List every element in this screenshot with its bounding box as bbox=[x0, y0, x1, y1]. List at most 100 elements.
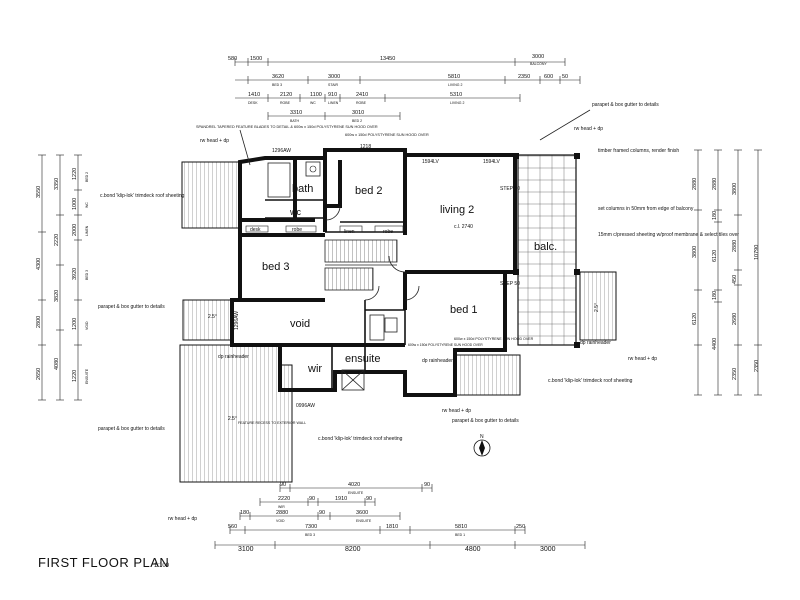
room-robe-2: robe bbox=[292, 227, 302, 233]
note-dp-rh-2: dp rainheader bbox=[422, 358, 453, 364]
room-living-2: living 2 bbox=[440, 204, 474, 216]
dim-bot-r3-3: 3600 bbox=[356, 510, 368, 516]
dim-top-r3-l2: WC bbox=[310, 101, 316, 105]
stairs bbox=[324, 239, 398, 291]
note-parapet-2: parapet & box gutter to details bbox=[98, 304, 165, 310]
dim-top-r1-2: 13450 bbox=[380, 56, 395, 62]
note-step-2: STEP 50 bbox=[500, 281, 520, 287]
room-wc: wc bbox=[289, 207, 301, 217]
dim-left-b-1: 2220 bbox=[54, 234, 60, 246]
tag-w4: 1296AW bbox=[272, 148, 291, 154]
dim-top-r3-l0: DESK bbox=[248, 101, 258, 105]
room-wir: wir bbox=[307, 363, 322, 375]
dim-bot-r3-l1: VOID bbox=[276, 519, 285, 523]
dim-top-r2-2: 5810 bbox=[448, 74, 460, 80]
dim-top-r3-1: 2120 bbox=[280, 92, 292, 98]
dim-bot-r4-l3: BED 1 bbox=[455, 533, 465, 537]
room-living-ceiling: c.l. 2740 bbox=[454, 224, 473, 230]
dim-top-r3-5: 5310 bbox=[450, 92, 462, 98]
dim-right-a-0: 2880 bbox=[692, 178, 698, 190]
dim-bot-r5-3: 3000 bbox=[540, 546, 556, 553]
note-rw-2: rw head + dp bbox=[200, 138, 229, 144]
note-set-columns: set columns in 50mm from edge of balcony bbox=[598, 206, 694, 212]
dim-top-r2-3: 2350 bbox=[518, 74, 530, 80]
note-parapet-1: parapet & box gutter to details bbox=[592, 102, 659, 108]
dim-top-r3-2: 1100 bbox=[310, 92, 322, 98]
roof-areas: 2.5° 2.5° 2.5° bbox=[179, 161, 617, 483]
note-timber: timber framed columns, render finish bbox=[598, 148, 679, 154]
dim-bot-r4-0: 560 bbox=[228, 524, 237, 530]
dim-bot-r1-0: 90 bbox=[280, 482, 286, 488]
dim-right-b-4: 4400 bbox=[712, 338, 718, 350]
dim-left-c-3: 3920 bbox=[72, 268, 78, 280]
dim-bot-r2-1: 90 bbox=[309, 496, 315, 502]
dim-bot-r2-3: 90 bbox=[366, 496, 372, 502]
dim-right-b-1: 180 bbox=[712, 211, 718, 220]
note-feature-recess: FEATURE RECESS TO EXTERIOR WALL bbox=[238, 421, 306, 425]
dim-bot-r2-0: 2220 bbox=[278, 496, 290, 502]
dim-top-r3-3: 910 bbox=[328, 92, 337, 98]
dim-right-c-2: 450 bbox=[732, 275, 738, 284]
dim-right-a-3: 10790 bbox=[754, 245, 760, 260]
dim-left-c-5: 1220 bbox=[72, 370, 78, 382]
dim-top-r3-4: 2410 bbox=[356, 92, 368, 98]
slope-3: 2.5° bbox=[594, 303, 600, 312]
dim-bot-r1-2: 90 bbox=[424, 482, 430, 488]
dim-bot-r4-3: 5810 bbox=[455, 524, 467, 530]
roof-bottom-left bbox=[179, 344, 293, 483]
room-desk: desk bbox=[250, 227, 261, 233]
dim-top-r2-0: 3620 bbox=[272, 74, 284, 80]
top-dimensions: 580 1500 13450 3000 BALCONY 3620 3000 58… bbox=[228, 54, 581, 123]
room-labels: bath bed 2 living 2 c.l. 2740 wc linen r… bbox=[250, 183, 557, 375]
dim-left-a-3: 2650 bbox=[36, 368, 42, 380]
drawing-scale: 1:100 bbox=[154, 563, 170, 569]
note-klip-2: c.bond 'klip-lok' trimdeck roof sheeting bbox=[318, 436, 403, 442]
dim-bot-r5-2: 4800 bbox=[465, 546, 481, 553]
dim-left-c-0: 1220 bbox=[72, 168, 78, 180]
dim-bot-r2-l0: WIR bbox=[278, 505, 285, 509]
left-dimensions: 3550 4300 2800 2650 3350 2220 3820 4080 … bbox=[36, 154, 89, 401]
note-sunhood-bed1: 600w x 150d POLYSTYRENE SUN HOOD OVER bbox=[454, 337, 534, 341]
dim-left-cl-5: ENSUITE bbox=[85, 368, 89, 384]
tag-w5: 0996AW bbox=[296, 403, 315, 409]
dim-bot-r4-l1: BED 3 bbox=[305, 533, 315, 537]
dim-top-r3-l3: LINEN bbox=[328, 101, 339, 105]
tag-w3: 1594LV bbox=[483, 159, 501, 165]
roof-top-left bbox=[181, 161, 241, 229]
dim-top-r3-0: 1410 bbox=[248, 92, 260, 98]
dim-top-r1-0: 580 bbox=[228, 56, 237, 62]
dim-bot-r4-1: 7300 bbox=[305, 524, 317, 530]
tag-w1: 1218 bbox=[360, 144, 371, 150]
dim-left-cl-2: LINEN bbox=[85, 225, 89, 236]
dim-top-r2-l0: BED 3 bbox=[272, 83, 282, 87]
dim-bot-r3-1: 2880 bbox=[276, 510, 288, 516]
dim-top-r3-l1: ROBE bbox=[280, 101, 291, 105]
north-arrow: N bbox=[473, 434, 491, 457]
dim-bot-r4-4: 250 bbox=[516, 524, 525, 530]
dim-top-r2-l1: STAIR bbox=[328, 83, 339, 87]
note-sunhood-top: 600w x 150d POLYSTYRENE SUN HOOD OVER bbox=[345, 133, 429, 137]
roof-bottom-right bbox=[454, 354, 521, 396]
dim-right-c-4: 2350 bbox=[732, 368, 738, 380]
dim-left-c-2: 2000 bbox=[72, 224, 78, 236]
room-robe: robe bbox=[383, 229, 393, 235]
dim-top-r4-1: 3010 bbox=[352, 110, 364, 116]
dim-right-c-0: 3800 bbox=[732, 183, 738, 195]
dim-left-cl-4: VOID bbox=[85, 321, 89, 330]
note-parapet-3: parapet & box gutter to details bbox=[98, 426, 165, 432]
window-tags: 1218 1594LV 1594LV 1296AW 0996AW 1296AW … bbox=[218, 144, 611, 409]
dim-left-b-3: 4080 bbox=[54, 358, 60, 370]
tag-w6: 1296AW bbox=[234, 311, 240, 330]
note-klip-3: c.bond 'klip-lok' trimdeck roof sheeting bbox=[548, 378, 633, 384]
dim-top-r1-3: 3000 bbox=[532, 54, 544, 60]
dim-left-b-2: 3820 bbox=[54, 290, 60, 302]
roof-right bbox=[579, 271, 617, 341]
note-rw-4: rw head + dp bbox=[628, 356, 657, 362]
dim-left-cl-0: BED 2 bbox=[85, 172, 89, 182]
dim-right-c-3: 2680 bbox=[732, 313, 738, 325]
walls bbox=[230, 148, 517, 397]
dim-right-b-0: 2880 bbox=[712, 178, 718, 190]
dim-right-a-1: 3800 bbox=[692, 246, 698, 258]
dim-left-a-0: 3550 bbox=[36, 186, 42, 198]
